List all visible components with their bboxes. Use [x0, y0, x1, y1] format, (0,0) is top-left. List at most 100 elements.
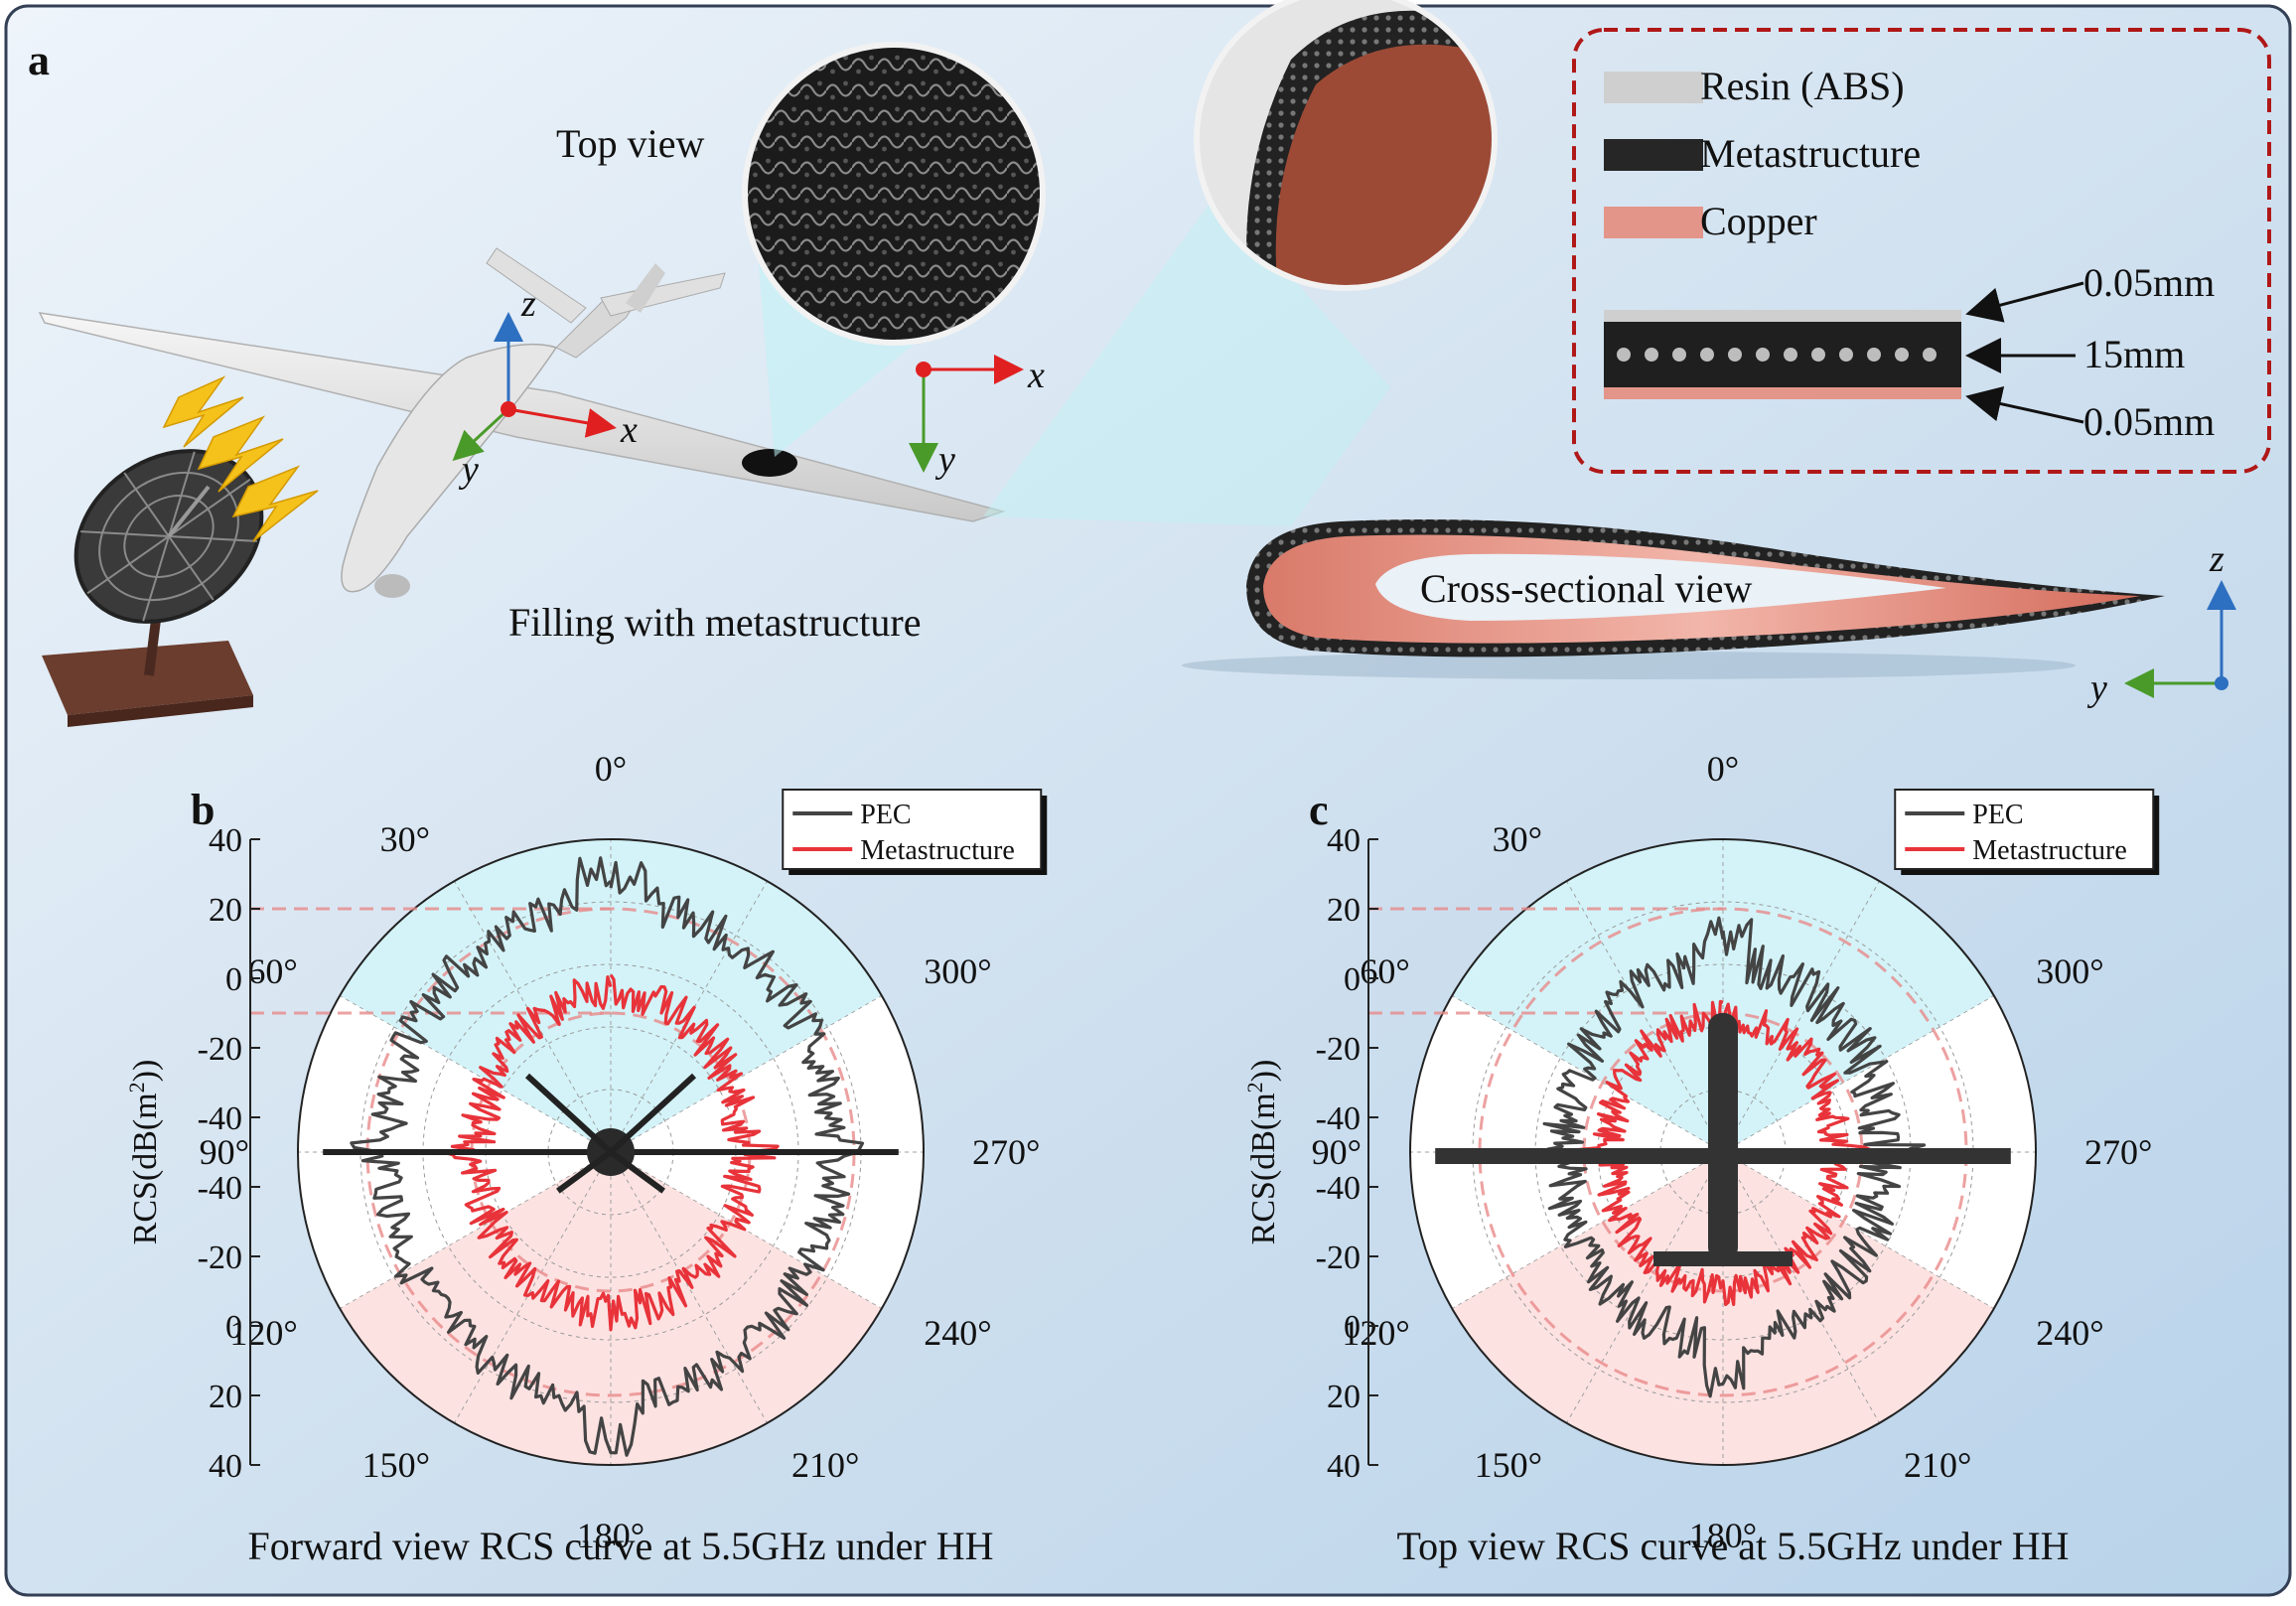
layer-cell — [1895, 348, 1909, 362]
angle-label: 300° — [924, 951, 991, 991]
angle-label: 30° — [380, 819, 430, 859]
radial-tick-label: 40 — [209, 822, 242, 859]
top-view-axes: x y — [909, 355, 1045, 481]
angle-label: 270° — [972, 1132, 1040, 1172]
top-view-axis-x-label: x — [1027, 355, 1045, 396]
radial-axis-title: RCS(dB(m2)) — [1242, 1060, 1282, 1245]
drone-axes: z x y — [452, 283, 638, 491]
legend-label-copper: Copper — [1700, 199, 1817, 243]
legend-swatch-metastructure — [1604, 139, 1703, 171]
radial-tick-label: 40 — [209, 1448, 242, 1485]
panel-letter: b — [191, 786, 215, 834]
chart-b: b0°30°60°90°120°150°180°210°240°270°300°… — [124, 749, 1048, 1568]
angle-label: 60° — [1360, 951, 1409, 991]
layer-middle-thickness: 15mm — [2083, 332, 2185, 376]
radial-tick-label: 40 — [1327, 1448, 1361, 1485]
uav-front-silhouette — [323, 1073, 899, 1194]
layer-top-thickness: 0.05mm — [2083, 260, 2215, 305]
radial-tick-label: -40 — [198, 1170, 242, 1207]
chart-title: Forward view RCS curve at 5.5GHz under H… — [248, 1524, 994, 1568]
radial-tick-label: -20 — [1316, 1240, 1361, 1276]
angle-label: 180° — [577, 1516, 645, 1555]
angle-label: 0° — [1707, 749, 1739, 789]
cross-section-label: Cross-sectional view — [1420, 566, 1752, 611]
radial-tick-label: 20 — [209, 892, 242, 929]
drone-axis-x-label: x — [620, 409, 638, 451]
layer-cell — [1867, 348, 1881, 362]
radial-tick-label: -20 — [198, 1240, 242, 1276]
wing-cut-marker — [742, 449, 797, 477]
cross-section-axis-y-label: y — [2086, 667, 2107, 709]
filling-label: Filling with metastructure — [508, 600, 922, 645]
top-view-magnifier — [742, 42, 1046, 346]
angle-label: 120° — [1342, 1313, 1409, 1353]
radial-tick-label: 0 — [225, 1309, 242, 1346]
legend-box — [782, 789, 1043, 870]
angle-label: 270° — [2084, 1132, 2152, 1172]
layer-cell — [1645, 348, 1658, 362]
radial-tick-label: -40 — [1316, 1170, 1361, 1207]
panel-letter: c — [1309, 786, 1329, 834]
panel-a: a — [28, 0, 2271, 727]
uav-top-silhouette — [1435, 1013, 2011, 1266]
polar-outer-ring — [1409, 838, 2037, 1466]
top-view-label: Top view — [556, 121, 705, 166]
drone-axis-y-label: y — [458, 449, 479, 491]
material-legend: Resin (ABS) Metastructure Copper 0.05mm … — [1572, 28, 2271, 474]
legend-label-resin: Resin (ABS) — [1700, 64, 1905, 108]
angle-label: 300° — [2036, 951, 2103, 991]
cross-section-axis-z-label: z — [2209, 538, 2224, 580]
layer-cell — [1923, 348, 1937, 362]
angle-label: 180° — [1689, 1516, 1757, 1555]
top-view-axis-y-label: y — [934, 439, 955, 481]
angle-label: 210° — [1904, 1445, 1971, 1485]
radial-tick-label: -40 — [198, 1100, 242, 1137]
angle-label: 30° — [1493, 819, 1542, 859]
legend-label-metastructure: Metastructure — [1700, 131, 1921, 176]
radial-tick-label: -40 — [1316, 1100, 1361, 1137]
legend-swatch-copper — [1604, 207, 1703, 238]
radial-tick-label: 40 — [1327, 822, 1361, 859]
angle-label: 120° — [229, 1313, 297, 1353]
angle-label: 90° — [1312, 1132, 1362, 1172]
layer-bottom-thickness: 0.05mm — [2083, 399, 2215, 444]
airfoil-cross-section — [1182, 519, 2165, 679]
legend-entry: Metastructure — [860, 835, 1015, 866]
signal-bolt-icon — [162, 375, 319, 542]
panel-a-letter: a — [28, 36, 50, 84]
legend-box — [1894, 789, 2155, 870]
layer-cell — [1811, 348, 1825, 362]
radial-tick-label: 20 — [209, 1379, 242, 1415]
angle-label: 240° — [924, 1313, 991, 1353]
series-line-pec — [350, 856, 865, 1457]
angle-label: 60° — [247, 951, 297, 991]
polar-outer-ring — [297, 838, 925, 1466]
layer-cell — [1700, 348, 1714, 362]
angle-label: 90° — [200, 1132, 249, 1172]
angle-label: 240° — [2036, 1313, 2103, 1353]
layer-cell — [1756, 348, 1770, 362]
chart-c: c 0° 30° 60° 90° 120° 150° 180° 210° 240° 270° 300°… — [1242, 749, 2160, 1568]
layer-cell — [1784, 348, 1797, 362]
series-line-metastructure — [442, 973, 780, 1332]
layer-cell — [1728, 348, 1742, 362]
legend-entry: PEC — [860, 800, 911, 830]
layer-stack-diagram — [1604, 310, 1961, 399]
cross-section-axes: z y — [2086, 538, 2236, 709]
layer-cell — [1839, 348, 1853, 362]
layer-cell — [1617, 348, 1631, 362]
radial-axis-title: RCS(dB(m2)) — [124, 1060, 164, 1245]
legend-entry: PEC — [1972, 800, 2023, 830]
drone-axis-z-label: z — [520, 283, 536, 325]
radial-tick-label: 0 — [225, 961, 242, 998]
angle-label: 150° — [1475, 1445, 1542, 1485]
layer-cell — [1672, 348, 1686, 362]
radial-tick-label: 0 — [1344, 961, 1361, 998]
radial-tick-label: -20 — [198, 1031, 242, 1068]
legend-entry: Metastructure — [1972, 835, 2127, 866]
angle-label: 150° — [362, 1445, 430, 1485]
radial-tick-label: -20 — [1316, 1031, 1361, 1068]
radial-tick-label: 0 — [1344, 1309, 1361, 1346]
